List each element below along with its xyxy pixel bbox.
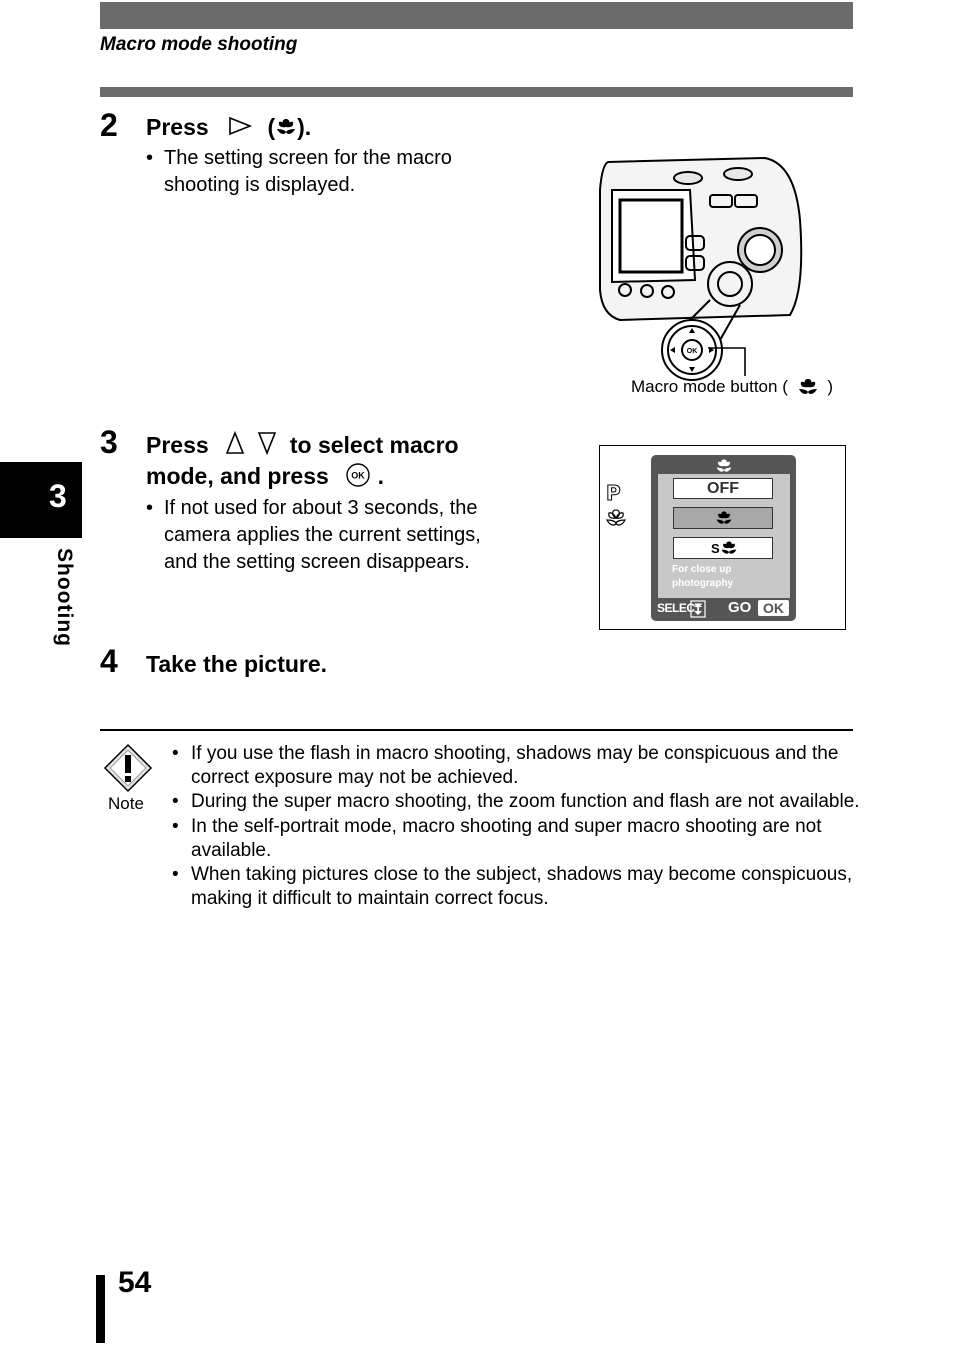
note-item: •When taking pictures close to the subje… [172, 864, 853, 910]
note-item-text: If you use the flash in macro shooting, … [191, 743, 839, 789]
page-header-title: Macro mode shooting [100, 34, 298, 55]
arrow-down-icon [258, 432, 277, 456]
lcd-description-line: For close up [672, 564, 732, 575]
section-divider [100, 87, 853, 97]
step-2-heading: Press ( ). [146, 112, 311, 143]
note-list: •If you use the flash in macro shooting,… [172, 742, 862, 911]
step-2-paren-open: ( [267, 114, 276, 140]
note-item: •In the self-portrait mode, macro shooti… [172, 815, 822, 861]
macro-flower-icon [798, 379, 817, 394]
camera-illustration: OK [599, 156, 803, 381]
step-3-bullet-line: camera applies the current settings, [164, 524, 481, 546]
svg-text:OK: OK [351, 471, 365, 481]
ok-button-icon: OK [346, 463, 370, 487]
step-3-period: . [377, 463, 384, 489]
lcd-option-off[interactable]: OFF [673, 478, 773, 499]
lcd-mode-letter: P [606, 481, 622, 506]
chapter-label: Shooting [53, 548, 76, 647]
step-2-press: Press [146, 114, 209, 140]
step-3-number: 3 [100, 424, 118, 460]
step-3-heading-line2: mode, and press OK . [146, 461, 384, 492]
lcd-option-macro[interactable] [673, 507, 773, 529]
lcd-footer-ok: OK [758, 600, 789, 616]
note-item-text: In the self-portrait mode, macro shootin… [191, 815, 822, 861]
warning-diamond-icon [103, 743, 153, 793]
step-3-bullet-line: and the setting screen disappears. [164, 551, 470, 573]
macro-flower-icon [716, 459, 732, 472]
step-3-bullet: • If not used for about 3 seconds, the c… [146, 495, 566, 580]
step-4-heading: Take the picture. [146, 651, 328, 677]
step-2-suffix: ). [297, 114, 312, 140]
chapter-number: 3 [49, 478, 67, 514]
chapter-tab: 3 [0, 462, 82, 538]
step-4-number: 4 [100, 643, 118, 679]
step-2-bullet-line: The setting screen for the macro [164, 147, 452, 169]
note-label: Note [108, 794, 144, 813]
step-3-mode-text: mode, and press [146, 463, 329, 489]
macro-flower-icon [721, 541, 737, 554]
note-item-text: During the super macro shooting, the zoo… [191, 791, 860, 813]
note-divider [100, 729, 853, 731]
super-macro-label: S [711, 541, 720, 556]
note-item: •If you use the flash in macro shooting,… [172, 743, 839, 789]
lcd-footer-go: GO [728, 599, 752, 616]
lcd-option-super-macro[interactable]: S [673, 537, 773, 559]
arrow-right-icon [229, 116, 253, 136]
ok-button-label: OK [687, 348, 698, 355]
lcd-description-line: photography [672, 578, 734, 589]
macro-flower-icon [716, 511, 732, 524]
step-2-bullet-line: shooting is displayed. [164, 174, 356, 196]
header-bar [100, 2, 853, 29]
macro-button-callout: Macro mode button ( ) [631, 376, 833, 398]
macro-button-callout-close: ) [827, 377, 833, 396]
note-item: •During the super macro shooting, the zo… [172, 791, 860, 813]
page-number-bar [96, 1275, 105, 1343]
step-3-press: Press [146, 432, 209, 458]
step-3-bullet-line: If not used for about 3 seconds, the [164, 497, 478, 519]
note-item-text: When taking pictures close to the subjec… [191, 864, 853, 910]
step-2-number: 2 [100, 107, 118, 143]
updown-arrows-icon [690, 600, 706, 618]
macro-outline-icon [606, 509, 626, 526]
lcd-screen-frame [599, 445, 846, 630]
step-3-heading-line1: Press to select macro [146, 430, 459, 461]
lcd-description: For close up photography [672, 563, 733, 591]
step-3-select-text: to select macro [289, 432, 459, 458]
macro-button-callout-text: Macro mode button ( [631, 377, 788, 396]
step-2-bullet: • The setting screen for the macro shoot… [146, 145, 566, 205]
page-number: 54 [118, 1266, 152, 1299]
arrow-up-icon [225, 430, 245, 454]
macro-flower-icon [277, 119, 296, 134]
